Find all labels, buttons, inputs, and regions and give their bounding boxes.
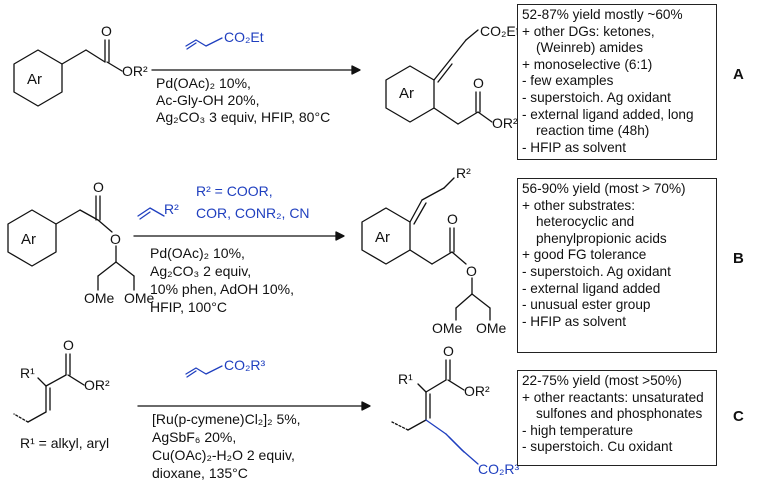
reagent-b-def-line2: COR, CONR₂, CN <box>196 205 310 221</box>
product-b-ome2-label: OMe <box>476 320 507 336</box>
conditions-c-line3: Cu(OAc)₂-H₂O 2 equiv, <box>152 447 295 463</box>
product-b-r2-label: R² <box>456 165 471 181</box>
sm-b-carbonyl-o: O <box>93 179 104 195</box>
sm-c-r1-definition: R¹ = alkyl, aryl <box>20 435 109 451</box>
summary-line: 22-75% yield (most >50%) <box>522 373 682 388</box>
conditions-c-line2: AgSbF₆ 20%, <box>152 429 236 445</box>
summary-line: - superstoich. Ag oxidant <box>522 89 671 105</box>
sm-a-ar-label: Ar <box>27 71 42 88</box>
sm-b-ester-o: O <box>110 231 121 247</box>
summary-line: heterocyclic and <box>536 214 635 230</box>
summary-line: reaction time (48h) <box>536 123 650 139</box>
summary-line: - few examples <box>522 73 614 89</box>
conditions-c-line1: [Ru(p-cymene)Cl₂]₂ 5%, <box>152 411 301 427</box>
sm-b-ome1-label: OMe <box>84 290 115 306</box>
summary-line: - HFIP as solvent <box>522 139 627 155</box>
reagent-b-def-line1: R² = COOR, <box>196 183 273 199</box>
conditions-b-line2: Ag₂CO₃ 2 equiv, <box>150 263 251 279</box>
scheme-label-c: C <box>733 408 744 425</box>
scheme-label-a: A <box>733 66 744 83</box>
summary-line: + other reactants: unsaturated <box>522 389 704 405</box>
summary-panel-c: 22-75% yield (most >50%)+ other reactant… <box>517 370 717 466</box>
product-c-r1-label: R¹ <box>398 371 413 387</box>
sm-b-ar-label: Ar <box>21 231 36 248</box>
summary-line: + monoselective (6:1) <box>522 56 653 72</box>
summary-b-lines: 56-90% yield (most > 70%)+ other substra… <box>522 181 712 330</box>
conditions-c-line4: dioxane, 135°C <box>152 465 248 481</box>
summary-line: - external ligand added <box>522 280 661 296</box>
summary-line: sulfones and phosphonates <box>536 406 703 422</box>
sm-c-r1-label: R¹ <box>20 365 35 381</box>
summary-c-lines: 22-75% yield (most >50%)+ other reactant… <box>522 373 712 456</box>
scheme-label-b: B <box>733 250 744 267</box>
summary-line: + other substrates: <box>522 197 635 213</box>
summary-a-lines: 52-87% yield mostly ~60%+ other DGs: ket… <box>522 7 712 156</box>
conditions-a-line2: Ac-Gly-OH 20%, <box>156 92 259 108</box>
reagent-c-label: CO₂R³ <box>224 357 266 373</box>
summary-line: - unusual ester group <box>522 297 651 313</box>
product-b-ar-label: Ar <box>375 229 390 246</box>
summary-panel-b: 56-90% yield (most > 70%)+ other substra… <box>517 178 717 353</box>
product-b-carbonyl-o: O <box>447 211 458 227</box>
product-b-ester-o: O <box>466 263 477 279</box>
conditions-a-line3: Ag₂CO₃ 3 equiv, HFIP, 80°C <box>156 109 330 125</box>
summary-line: 52-87% yield mostly ~60% <box>522 7 683 22</box>
sm-c-structure <box>13 353 85 423</box>
product-a-carbonyl-o: O <box>473 75 484 91</box>
conditions-b-line4: HFIP, 100°C <box>150 299 227 315</box>
summary-line: + good FG tolerance <box>522 247 647 263</box>
acrylate-c-structure <box>185 365 223 378</box>
product-c-co2r3-label: CO₂R³ <box>478 461 520 477</box>
product-c-ester-label: OR² <box>464 383 490 399</box>
summary-line: - HFIP as solvent <box>522 313 627 329</box>
summary-line: - high temperature <box>522 422 634 438</box>
sm-c-carbonyl-o: O <box>63 337 74 353</box>
conditions-b-line3: 10% phen, AdOH 10%, <box>150 281 294 297</box>
product-a-ar-label: Ar <box>399 85 414 102</box>
sm-a-structure <box>13 39 123 107</box>
conditions-a-line1: Pd(OAc)₂ 10%, <box>156 75 251 91</box>
product-c-carbonyl-o: O <box>443 343 454 359</box>
alkene-b-structure <box>137 207 165 220</box>
sm-a-carbonyl-o: O <box>101 23 112 39</box>
conditions-b-line1: Pd(OAc)₂ 10%, <box>150 245 245 261</box>
sm-b-ome2-label: OMe <box>124 290 155 306</box>
product-a-structure <box>385 29 493 125</box>
summary-panel-a: 52-87% yield mostly ~60%+ other DGs: ket… <box>517 4 717 160</box>
product-c-acrylate-chain <box>425 419 479 465</box>
summary-line: 56-90% yield (most > 70%) <box>522 181 686 196</box>
summary-line: - superstoich. Cu oxidant <box>522 439 673 455</box>
summary-line: - external ligand added, long <box>522 106 694 122</box>
sm-c-ester-label: OR² <box>84 377 110 393</box>
summary-line: phenylpropionic acids <box>536 230 667 246</box>
acrylate-a-structure <box>185 37 223 50</box>
product-a-ester-label: OR² <box>492 115 518 131</box>
sm-a-ester-label: OR² <box>122 63 148 79</box>
reagent-b-r2-label: R² <box>164 201 179 217</box>
product-b-ome1-label: OMe <box>432 320 463 336</box>
product-a-co2et-label: CO₂Et <box>480 23 520 39</box>
summary-line: + other DGs: ketones, <box>522 23 655 39</box>
sm-b-structure <box>7 195 135 291</box>
product-b-structure <box>361 177 491 321</box>
reagent-a-label: CO₂Et <box>224 29 264 45</box>
summary-line: (Weinreb) amides <box>536 40 644 56</box>
summary-line: - superstoich. Ag oxidant <box>522 263 671 279</box>
product-c-structure <box>391 359 465 431</box>
